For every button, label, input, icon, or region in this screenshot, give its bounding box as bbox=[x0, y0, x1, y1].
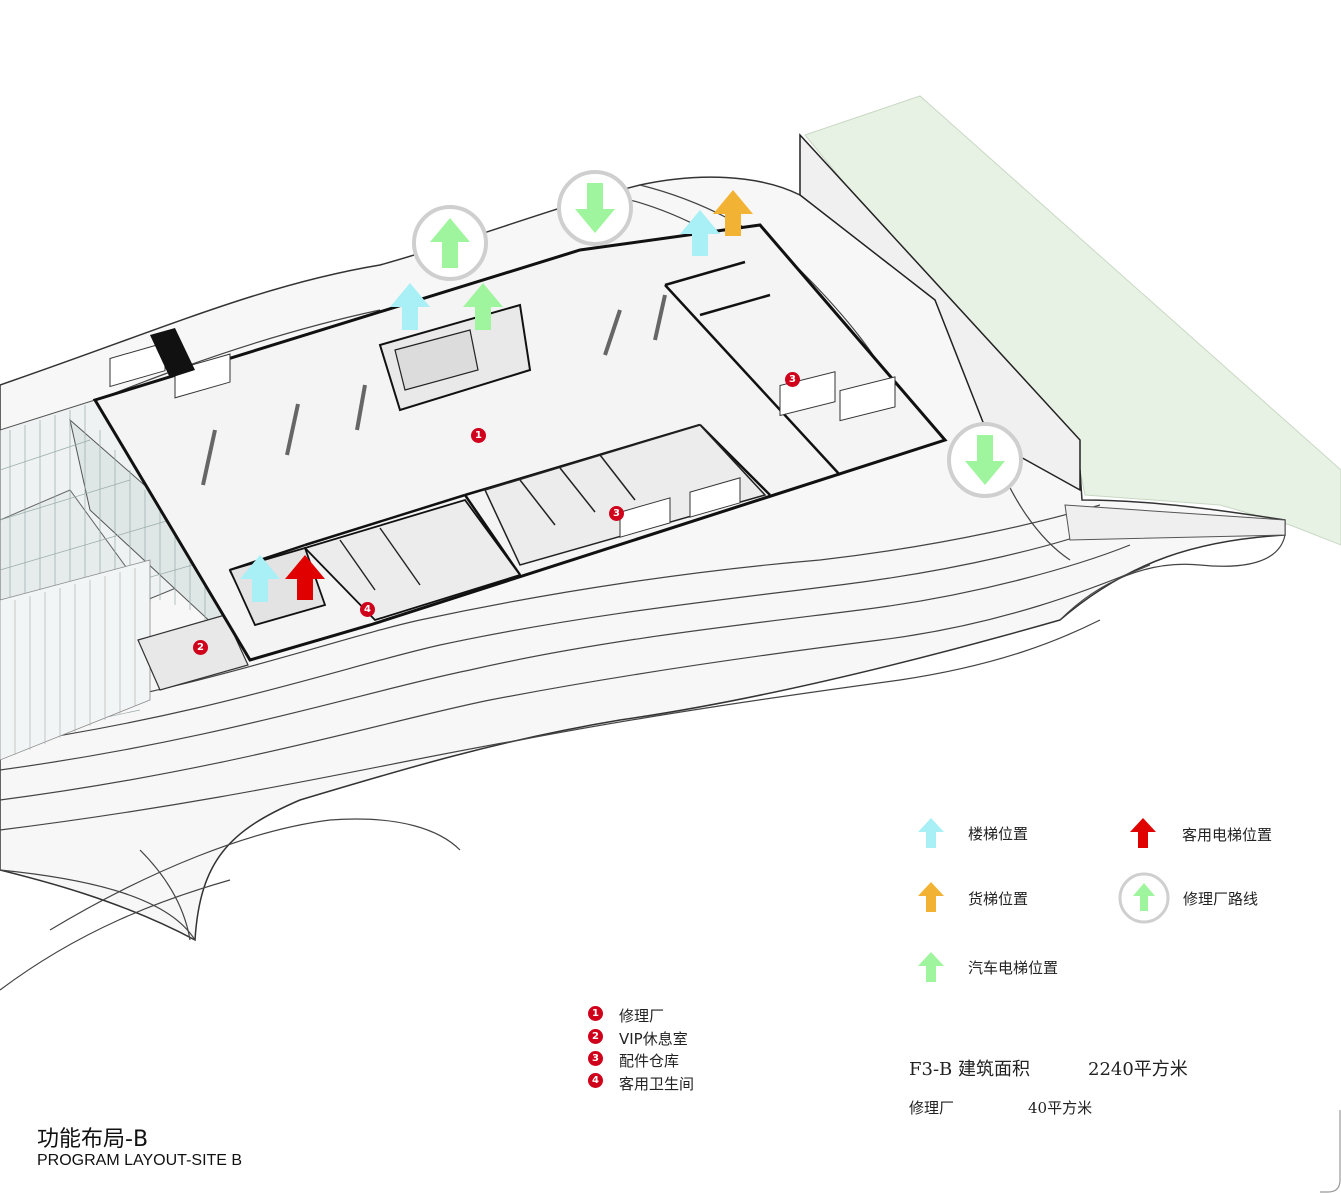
plan-marker-4: 4 bbox=[360, 602, 375, 617]
legend-freight-label: 货梯位置 bbox=[968, 890, 1029, 908]
arrow-up-red-icon bbox=[1130, 818, 1156, 848]
repair-route-circle-2 bbox=[557, 170, 633, 246]
vip-platform bbox=[137, 614, 249, 691]
area-title: F3-B 建筑面积 bbox=[909, 1059, 1030, 1080]
repair-route-circle-1 bbox=[412, 205, 488, 281]
freight-arrow bbox=[713, 190, 753, 236]
stair-arrow-2 bbox=[680, 210, 720, 256]
facade-ribs bbox=[0, 184, 1286, 991]
room-list-marker-1: 1 bbox=[588, 1006, 603, 1021]
legend-repair-route-label: 修理厂路线 bbox=[1183, 890, 1259, 908]
passenger-elevator-arrow bbox=[285, 555, 325, 600]
room-list-marker-3: 3 bbox=[588, 1051, 603, 1066]
area-row-label: 修理厂 bbox=[909, 1099, 955, 1117]
stair-arrow-1 bbox=[390, 283, 430, 330]
upper-core bbox=[378, 303, 532, 412]
room-list-label-4: 客用卫生间 bbox=[619, 1075, 695, 1093]
page-title-cn: 功能布局-B bbox=[37, 1127, 149, 1152]
arrow-up-cyan-icon bbox=[918, 818, 944, 848]
plan-marker-3b: 3 bbox=[609, 506, 624, 521]
arrow-up-yellow-icon bbox=[918, 882, 944, 912]
area-row-value: 40平方米 bbox=[1028, 1099, 1093, 1117]
area-total: 2240平方米 bbox=[1088, 1059, 1188, 1080]
corner-bracket bbox=[1320, 1110, 1341, 1193]
room-list-label-1: 修理厂 bbox=[619, 1007, 665, 1025]
circle-arrow-up-green-icon bbox=[1118, 872, 1170, 924]
storage-rooms bbox=[483, 424, 767, 566]
room-list-marker-2: 2 bbox=[588, 1029, 603, 1044]
legend-passenger-elevator-label: 客用电梯位置 bbox=[1182, 826, 1273, 844]
arrow-up-green-icon bbox=[918, 952, 944, 982]
plan-marker-3a: 3 bbox=[785, 372, 800, 387]
room-list-marker-4: 4 bbox=[588, 1073, 603, 1088]
car-elevator-arrow bbox=[463, 283, 503, 330]
room-list-label-2: VIP休息室 bbox=[619, 1030, 688, 1048]
legend-stair-label: 楼梯位置 bbox=[968, 825, 1029, 843]
right-ramp bbox=[1064, 504, 1286, 541]
repair-route-circle-3 bbox=[947, 422, 1023, 498]
page-title-en: PROGRAM LAYOUT-SITE B bbox=[37, 1152, 243, 1169]
plan-marker-1: 1 bbox=[471, 428, 486, 443]
windows bbox=[109, 342, 896, 538]
site-green-area bbox=[804, 95, 1341, 546]
legend-car-elevator-label: 汽车电梯位置 bbox=[968, 959, 1059, 977]
stair-arrow-3 bbox=[240, 555, 280, 602]
dark-opening bbox=[150, 328, 195, 378]
columns bbox=[201, 294, 667, 486]
room-list-label-3: 配件仓库 bbox=[619, 1052, 680, 1070]
plan-marker-2: 2 bbox=[193, 640, 208, 655]
